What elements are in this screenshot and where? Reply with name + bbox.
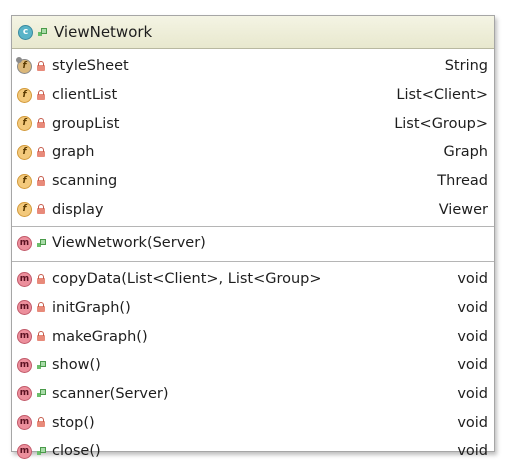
method-return-type: void [457, 271, 488, 288]
field-row-stylesheet[interactable]: f styleSheet String [12, 52, 494, 81]
field-name: styleSheet [52, 58, 129, 75]
private-visibility-icon [37, 273, 45, 284]
method-return-type: void [457, 328, 488, 345]
field-type: List<Client> [396, 87, 488, 104]
method-name: makeGraph() [52, 328, 148, 345]
field-name: display [52, 201, 104, 218]
private-visibility-icon [37, 302, 45, 313]
field-type: Thread [437, 173, 488, 190]
method-row-scanner[interactable]: m scanner(Server) void [12, 380, 494, 409]
method-return-type: void [457, 414, 488, 431]
field-type: String [444, 58, 488, 75]
private-visibility-icon [37, 118, 45, 129]
field-row-clientlist[interactable]: f clientList List<Client> [12, 81, 494, 110]
method-row-stop[interactable]: m stop() void [12, 408, 494, 437]
method-icon: m [17, 271, 32, 287]
uml-class-box[interactable]: c ViewNetwork f styleSheet String f clie… [11, 15, 495, 459]
field-name: graph [52, 144, 95, 161]
method-name: stop() [52, 414, 95, 431]
field-name: groupList [52, 115, 120, 132]
public-visibility-icon [37, 238, 46, 248]
class-name: ViewNetwork [54, 23, 153, 41]
method-name: copyData(List<Client>, List<Group>) [52, 271, 320, 288]
public-visibility-icon [37, 446, 46, 456]
private-visibility-icon [37, 204, 45, 215]
constructor-name: ViewNetwork(Server) [52, 235, 206, 252]
method-row-close[interactable]: m close() void [12, 437, 494, 466]
method-return-type: void [457, 357, 488, 374]
method-return-type: void [457, 299, 488, 316]
method-row-initgraph[interactable]: m initGraph() void [12, 294, 494, 323]
field-icon: f [17, 173, 32, 189]
field-row-display[interactable]: f display Viewer [12, 195, 494, 224]
private-visibility-icon [37, 89, 45, 100]
field-name: scanning [52, 173, 118, 190]
private-visibility-icon [37, 60, 45, 71]
field-icon: f [17, 202, 32, 218]
private-visibility-icon [37, 331, 45, 342]
private-visibility-icon [37, 175, 45, 186]
class-icon: c [18, 24, 33, 40]
field-type: Graph [443, 144, 488, 161]
private-visibility-icon [37, 417, 45, 428]
field-icon: f [17, 87, 32, 103]
method-icon: m [17, 386, 32, 402]
method-icon: m [17, 235, 32, 251]
method-name: scanner(Server) [52, 385, 169, 402]
method-icon: m [17, 415, 32, 431]
method-return-type: void [457, 443, 488, 460]
field-row-grouplist[interactable]: f groupList List<Group> [12, 109, 494, 138]
field-icon: f [17, 144, 32, 160]
public-visibility-icon [37, 360, 46, 370]
constructors-section: m ViewNetwork(Server) [12, 227, 494, 262]
method-name: close() [52, 443, 101, 460]
method-icon: m [17, 300, 32, 316]
field-name: clientList [52, 87, 118, 104]
method-icon: m [17, 329, 32, 345]
field-type: List<Group> [394, 115, 488, 132]
method-name: show() [52, 357, 101, 374]
method-name: initGraph() [52, 299, 131, 316]
class-header[interactable]: c ViewNetwork [12, 16, 494, 49]
field-icon: f [17, 116, 32, 132]
field-row-graph[interactable]: f graph Graph [12, 138, 494, 167]
public-visibility-icon [37, 389, 46, 398]
method-icon: m [17, 357, 32, 373]
public-visibility-icon [38, 27, 47, 37]
method-row-makegraph[interactable]: m makeGraph() void [12, 322, 494, 351]
static-field-icon: f [16, 56, 32, 74]
private-visibility-icon [37, 146, 45, 157]
methods-section: m copyData(List<Client>, List<Group>) vo… [12, 262, 494, 466]
method-icon: m [17, 443, 32, 459]
method-row-copydata[interactable]: m copyData(List<Client>, List<Group>) vo… [12, 265, 494, 294]
constructor-row[interactable]: m ViewNetwork(Server) [12, 229, 494, 258]
method-return-type: void [457, 385, 488, 402]
method-row-show[interactable]: m show() void [12, 351, 494, 380]
field-type: Viewer [438, 201, 488, 218]
field-row-scanning[interactable]: f scanning Thread [12, 167, 494, 196]
fields-section: f styleSheet String f clientList List<Cl… [12, 49, 494, 228]
